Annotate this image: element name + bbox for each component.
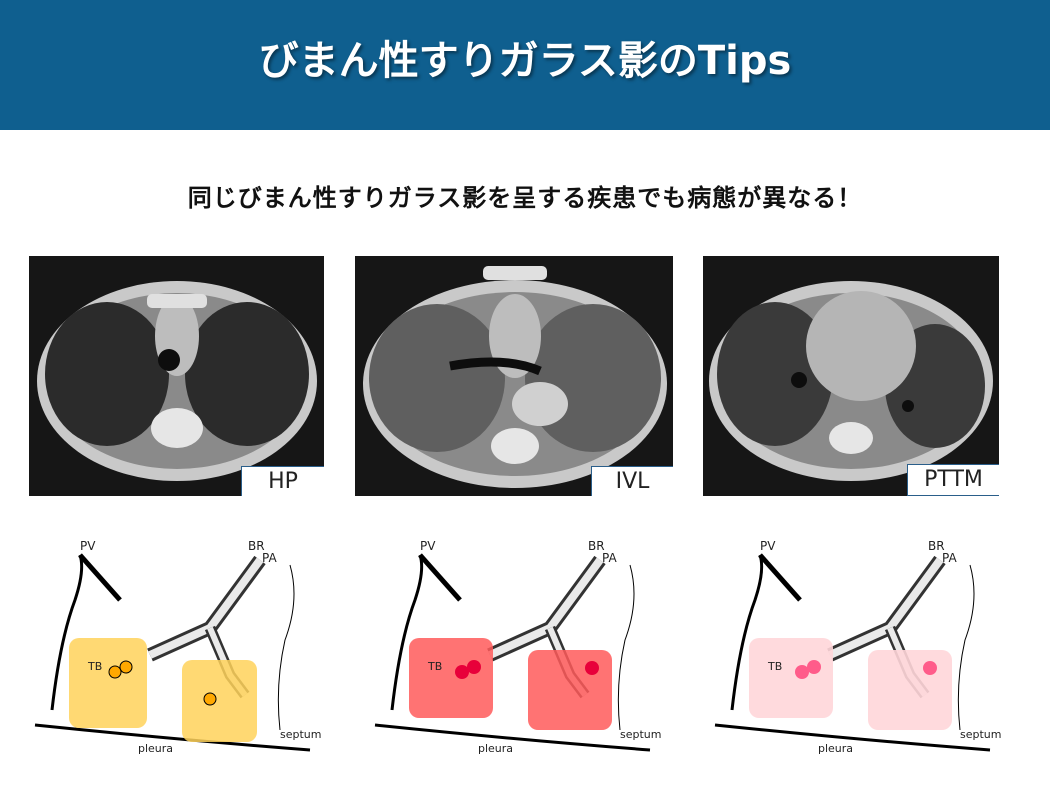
slide-title: びまん性すりガラス影のTips bbox=[258, 38, 792, 84]
label-br: BR bbox=[248, 539, 265, 553]
label-septum: septum bbox=[280, 728, 321, 741]
slide-subtitle: 同じびまん性すりガラス影を呈する疾患でも病態が異なる！ bbox=[187, 184, 863, 212]
pleura-line bbox=[34, 723, 311, 752]
ct-image-hp: HP bbox=[29, 256, 324, 496]
ct-image-pttm: PTTM bbox=[703, 256, 999, 496]
svg-text:BR: BR bbox=[928, 539, 945, 553]
lobule-diagram-hp: PV BR PA TB septum pleura bbox=[30, 520, 330, 770]
svg-text:PA: PA bbox=[602, 551, 617, 565]
hp-highlight-box-2 bbox=[182, 660, 257, 742]
hp-highlight-box-1 bbox=[69, 638, 147, 728]
ct-label-pttm: PTTM bbox=[907, 464, 999, 496]
septum-line bbox=[277, 564, 295, 731]
header-bar bbox=[0, 0, 1050, 130]
label-pa: PA bbox=[262, 551, 277, 565]
svg-text:PA: PA bbox=[942, 551, 957, 565]
label-pleura: pleura bbox=[138, 742, 173, 755]
ivl-highlight-box-1 bbox=[409, 638, 493, 718]
label-pv: PV bbox=[80, 539, 96, 553]
lobule-diagram-ivl: PV BR PA TB septum pleura bbox=[370, 520, 670, 770]
ct-label-ivl: IVL bbox=[591, 466, 673, 496]
label-tb: TB bbox=[87, 660, 102, 673]
svg-text:septum: septum bbox=[620, 728, 661, 741]
ct-image-ivl: IVL bbox=[355, 256, 673, 496]
svg-text:pleura: pleura bbox=[478, 742, 513, 755]
pttm-highlight-box-2 bbox=[868, 650, 952, 730]
pv-vessel bbox=[50, 554, 84, 711]
svg-text:TB: TB bbox=[427, 660, 442, 673]
pttm-highlight-box-1 bbox=[749, 638, 833, 718]
svg-text:TB: TB bbox=[767, 660, 782, 673]
lobule-diagram-pttm: PV BR PA TB septum pleura bbox=[710, 520, 1010, 770]
svg-text:PV: PV bbox=[420, 539, 436, 553]
svg-text:septum: septum bbox=[960, 728, 1001, 741]
ivl-highlight-box-2 bbox=[528, 650, 612, 730]
svg-text:PV: PV bbox=[760, 539, 776, 553]
ct-label-hp: HP bbox=[241, 466, 324, 496]
svg-text:BR: BR bbox=[588, 539, 605, 553]
svg-text:pleura: pleura bbox=[818, 742, 853, 755]
